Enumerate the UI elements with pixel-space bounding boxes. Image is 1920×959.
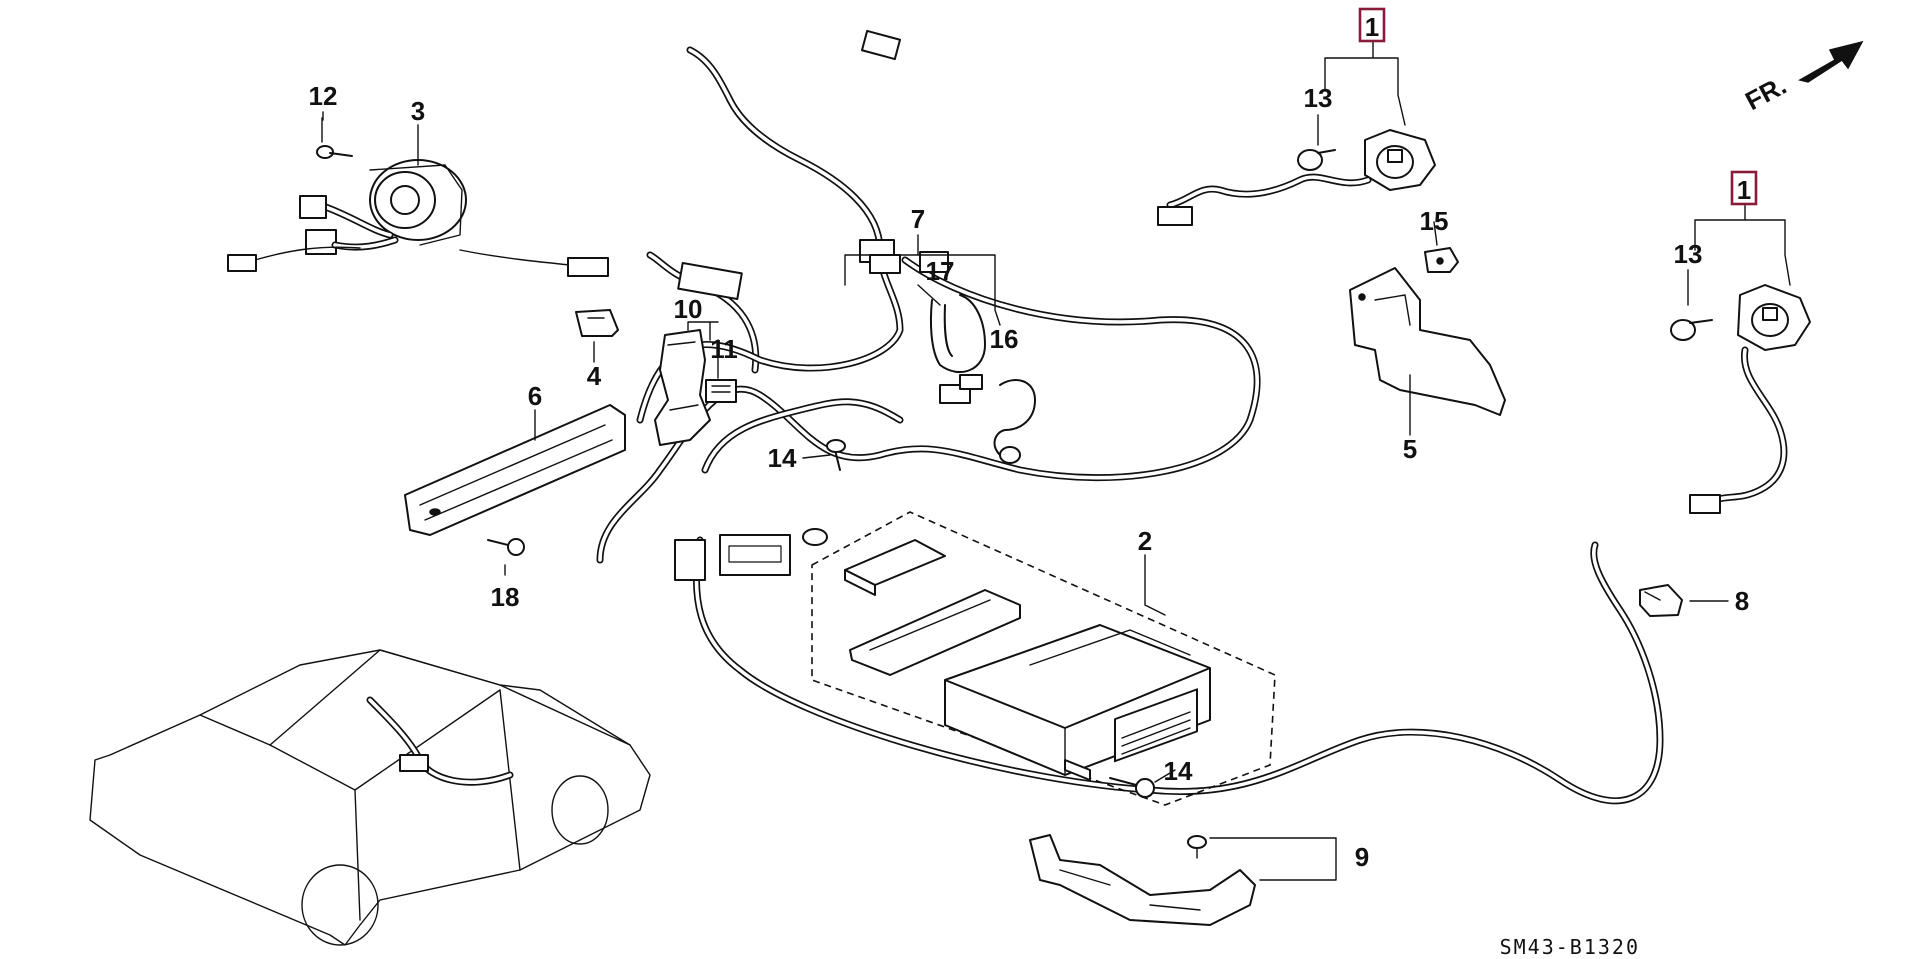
callout-1-lower-box bbox=[1730, 170, 1758, 206]
part-12-screw bbox=[316, 117, 353, 159]
part-14-bolt-left bbox=[826, 439, 846, 471]
callout-8: 8 bbox=[1735, 586, 1749, 616]
callout-6: 6 bbox=[528, 381, 542, 411]
part-10-bracket bbox=[654, 329, 711, 446]
diagram-code: SM43-B1320 bbox=[1500, 935, 1640, 959]
front-direction-label: FR. bbox=[1740, 70, 1791, 116]
callout-16: 16 bbox=[990, 324, 1019, 354]
part-8-clip bbox=[1639, 584, 1683, 617]
callout-13-lower: 13 bbox=[1674, 239, 1703, 269]
part-13-bolt-lower bbox=[1670, 319, 1713, 341]
callout-18: 18 bbox=[491, 582, 520, 612]
part-11-connector bbox=[705, 379, 737, 403]
front-direction-indicator: FR. bbox=[1740, 40, 1864, 116]
callout-1-upper: 1 bbox=[1365, 12, 1379, 42]
part-2-control-unit bbox=[811, 511, 1276, 806]
callout-11: 11 bbox=[710, 334, 738, 364]
part-3-cable-reel bbox=[227, 159, 609, 277]
part-17-clamp bbox=[929, 294, 986, 390]
part-9-bracket bbox=[1029, 834, 1256, 926]
callout-3: 3 bbox=[411, 96, 425, 126]
leader-lines bbox=[322, 41, 1791, 881]
callout-1-lower: 1 bbox=[1737, 175, 1751, 205]
vehicle-locator-illustration bbox=[89, 649, 651, 946]
callout-13-upper: 13 bbox=[1304, 83, 1333, 113]
part-6-bracket bbox=[404, 404, 626, 536]
callout-7: 7 bbox=[911, 204, 925, 234]
part-4-clip bbox=[575, 309, 619, 337]
callout-9: 9 bbox=[1355, 842, 1369, 872]
callout-1-upper-box bbox=[1358, 7, 1386, 43]
part-15-nut bbox=[1424, 247, 1459, 273]
callouts: 1 1 2 3 4 5 6 7 8 9 10 11 12 13 13 14 14… bbox=[309, 7, 1758, 872]
part-16-clamp bbox=[993, 379, 1036, 464]
callout-2: 2 bbox=[1138, 526, 1152, 556]
part-5-bracket bbox=[1349, 267, 1506, 416]
callout-12: 12 bbox=[309, 81, 338, 111]
callout-14-left: 14 bbox=[768, 443, 797, 473]
part-1-sensor-lower bbox=[1689, 284, 1811, 514]
callout-10: 10 bbox=[674, 294, 703, 324]
ecu-connector-pins bbox=[1121, 711, 1191, 755]
callout-4: 4 bbox=[587, 361, 602, 391]
part-14-bolt-right bbox=[1109, 777, 1155, 798]
main-harness bbox=[596, 29, 1664, 805]
callout-17: 17 bbox=[926, 256, 955, 286]
callout-5: 5 bbox=[1403, 434, 1417, 464]
callout-14-right: 14 bbox=[1164, 756, 1193, 786]
part-13-bolt-upper bbox=[1297, 149, 1336, 171]
part-18-bolt bbox=[487, 538, 525, 556]
callout-15: 15 bbox=[1420, 206, 1449, 236]
part-1-sensor-upper bbox=[1157, 129, 1436, 226]
